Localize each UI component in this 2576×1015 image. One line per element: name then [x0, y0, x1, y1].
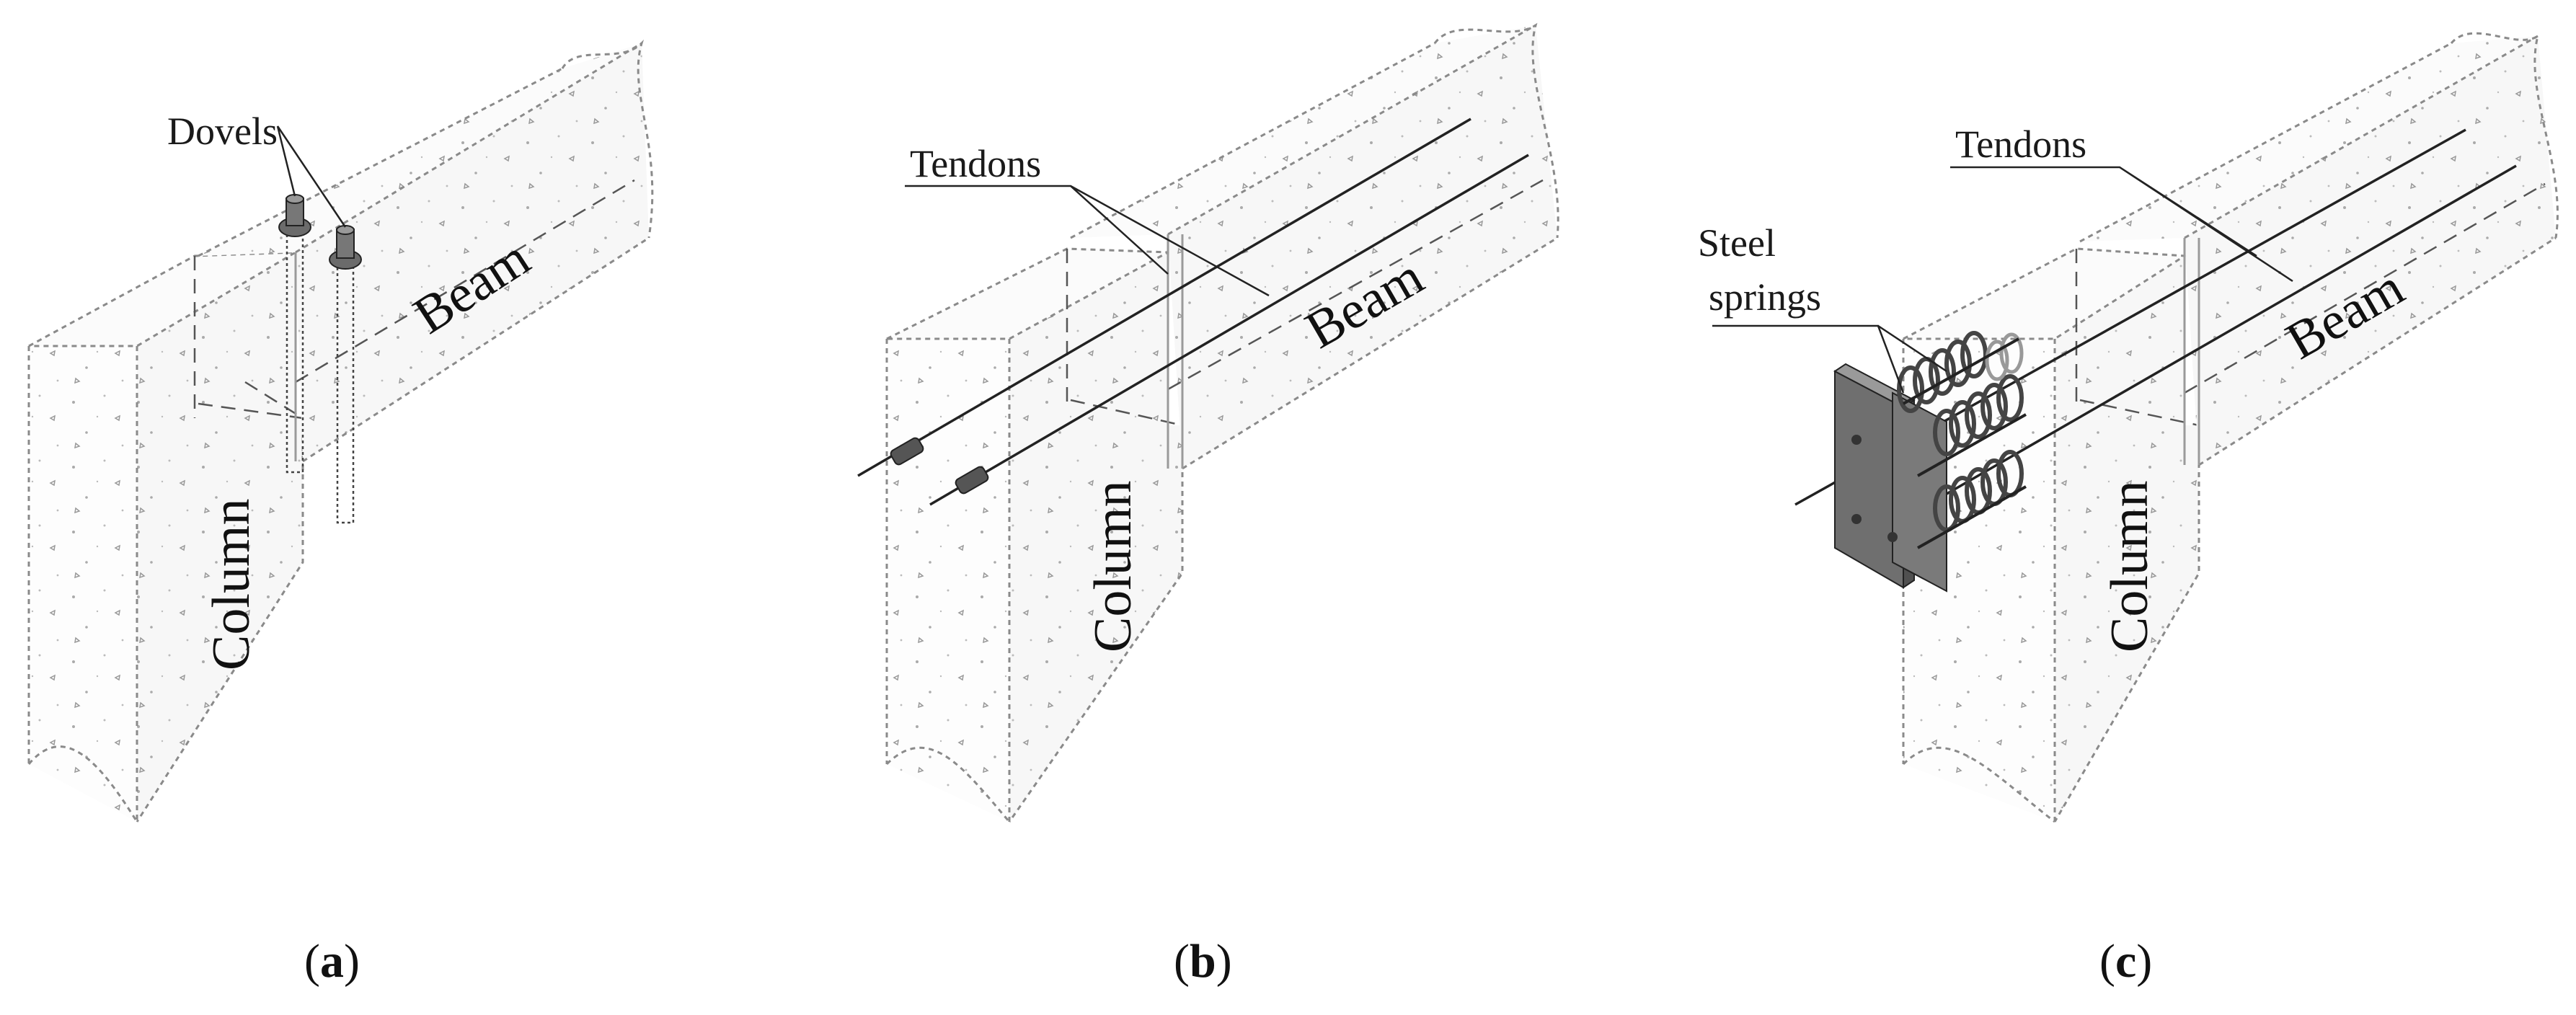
- panel-b: Tendons Column Beam (b): [857, 22, 1559, 988]
- spring-icon: [1933, 374, 2024, 456]
- dovel-head-icon: [329, 225, 362, 270]
- tendons: [857, 118, 1529, 506]
- dovels: [278, 194, 362, 524]
- spring-icon: [1897, 331, 1988, 413]
- springs-callout-line2: springs: [1709, 275, 1821, 319]
- column-label: Column: [2100, 481, 2159, 652]
- panel-c: Tendons Steel springs Column Beam (c): [1698, 32, 2559, 988]
- panel-caption-a: (a): [304, 935, 360, 988]
- panel-caption-c: (c): [2099, 935, 2152, 988]
- tendons-leader: [1950, 166, 2293, 283]
- steel-plates: [1833, 363, 1947, 593]
- springs-callout-line1: Steel: [1698, 221, 1776, 265]
- column-label: Column: [202, 499, 261, 670]
- column-body: [885, 247, 1184, 823]
- anchor-icon: [890, 437, 924, 466]
- column-label: Column: [1084, 481, 1143, 652]
- panel-a: Dovels Column Beam (a): [27, 39, 654, 988]
- bolt-icon: [1887, 532, 1898, 542]
- dovels-callout: Dovels: [167, 110, 278, 153]
- dovels-leader: [276, 125, 347, 228]
- tendons-callout: Tendons: [1955, 123, 2086, 166]
- bolt-icon: [1851, 514, 1862, 524]
- beam-body: [1070, 22, 1559, 470]
- column-body: [27, 251, 304, 823]
- steel-springs: [1897, 331, 2024, 532]
- panel-caption-b: (b): [1174, 935, 1232, 988]
- dovel-head-icon: [278, 194, 311, 237]
- bolt-icon: [1851, 435, 1862, 445]
- tendons-callout: Tendons: [910, 142, 1041, 185]
- springs-leader: [1712, 324, 1947, 394]
- spring-rods: [1903, 337, 2027, 549]
- tendons-leader: [905, 185, 1270, 297]
- beam-body: [198, 39, 654, 463]
- anchor-icon: [955, 466, 989, 495]
